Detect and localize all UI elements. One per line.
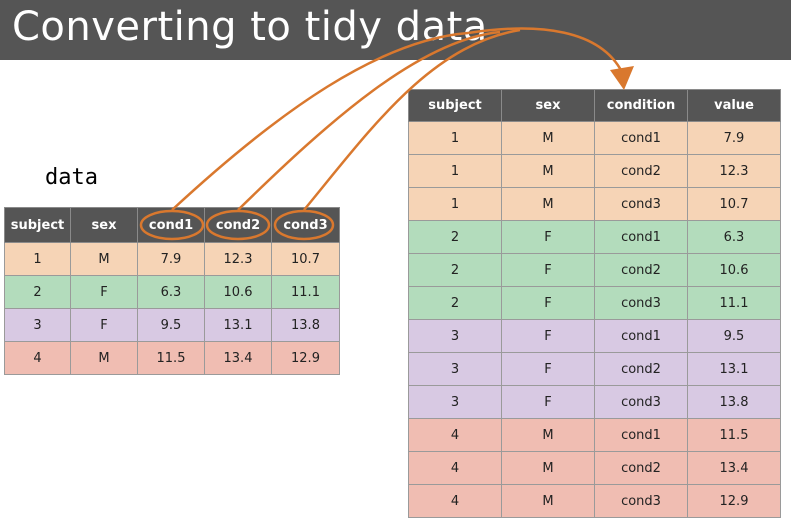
tidy-cell-condition: cond2 (594, 451, 688, 485)
tidy-cell-condition: cond3 (594, 484, 688, 518)
wide-cell-sex: M (70, 242, 138, 276)
data-label: data (45, 165, 98, 190)
wide-cell-cond1: 7.9 (137, 242, 205, 276)
tidy-cell-value: 12.3 (687, 154, 781, 188)
wide-cell-cond1: 11.5 (137, 341, 205, 375)
tidy-cell-condition: cond2 (594, 253, 688, 287)
wide-cell-cond1: 9.5 (137, 308, 205, 342)
tidy-cell-value: 7.9 (687, 121, 781, 155)
tidy-header-value: value (687, 89, 781, 122)
tidy-cell-condition: cond1 (594, 418, 688, 452)
cond2-highlight-ellipse (205, 209, 271, 241)
tidy-header-subject: subject (408, 89, 502, 122)
tidy-cell-subject: 3 (408, 385, 502, 419)
wide-header-cond2: cond2 (204, 207, 272, 243)
wide-cell-cond3: 13.8 (271, 308, 340, 342)
tidy-header-condition: condition (594, 89, 688, 122)
wide-cell-cond2: 13.4 (204, 341, 272, 375)
wide-cell-subject: 1 (4, 242, 71, 276)
tidy-cell-subject: 3 (408, 352, 502, 386)
cond2-arrow-path (237, 30, 501, 211)
tidy-cell-subject: 1 (408, 187, 502, 221)
tidy-cell-sex: M (501, 154, 595, 188)
tidy-cell-subject: 1 (408, 154, 502, 188)
wide-cell-sex: F (70, 275, 138, 309)
wide-table-header-row: subject sex cond1 cond2 cond3 (4, 207, 340, 243)
merged-arrow-path (467, 27, 624, 73)
cond3-arrow-path (303, 28, 521, 211)
wide-header-cond3: cond3 (271, 207, 340, 243)
cond1-arrow-path (171, 31, 469, 211)
tidy-cell-sex: F (501, 220, 595, 254)
arrowhead-icon (610, 66, 634, 90)
wide-cell-cond3: 10.7 (271, 242, 340, 276)
tidy-cell-value: 13.1 (687, 352, 781, 386)
tidy-cell-condition: cond1 (594, 319, 688, 353)
tidy-cell-value: 12.9 (687, 484, 781, 518)
tidy-cell-value: 11.5 (687, 418, 781, 452)
tidy-table-header-row: subject sex condition value (408, 89, 781, 122)
cond3-highlight-ellipse (273, 209, 335, 241)
tidy-cell-condition: cond2 (594, 154, 688, 188)
tidy-cell-sex: M (501, 484, 595, 518)
tidy-cell-value: 10.6 (687, 253, 781, 287)
wide-cell-cond2: 12.3 (204, 242, 272, 276)
tidy-cell-sex: F (501, 385, 595, 419)
tidy-cell-value: 6.3 (687, 220, 781, 254)
tidy-cell-subject: 2 (408, 220, 502, 254)
tidy-cell-sex: F (501, 286, 595, 320)
wide-cell-cond3: 12.9 (271, 341, 340, 375)
tidy-cell-subject: 4 (408, 484, 502, 518)
tidy-cell-value: 11.1 (687, 286, 781, 320)
tidy-cell-subject: 2 (408, 286, 502, 320)
cond1-highlight-ellipse (139, 209, 205, 241)
tidy-cell-subject: 4 (408, 418, 502, 452)
slide-title: Converting to tidy data (12, 4, 488, 50)
tidy-cell-value: 9.5 (687, 319, 781, 353)
tidy-cell-value: 10.7 (687, 187, 781, 221)
tidy-header-sex: sex (501, 89, 595, 122)
tidy-cell-sex: F (501, 352, 595, 386)
